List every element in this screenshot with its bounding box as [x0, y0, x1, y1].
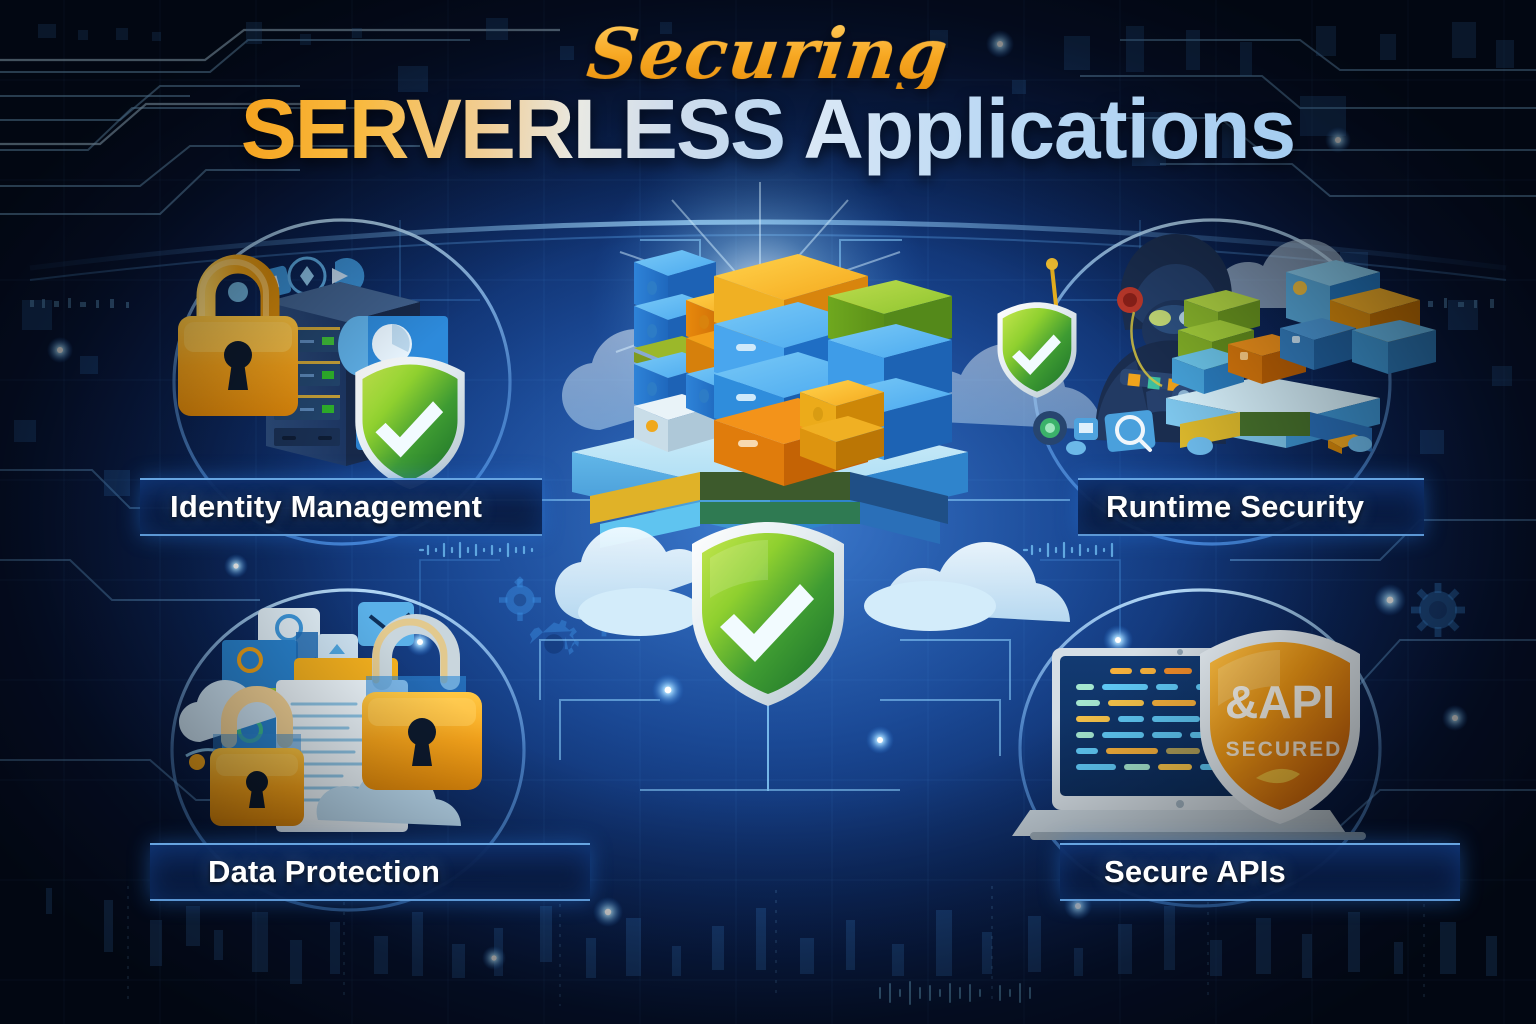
- label-text: Secure APIs: [1104, 854, 1286, 889]
- label-data-protection[interactable]: Data Protection: [150, 843, 590, 901]
- label-runtime-security[interactable]: Runtime Security: [1078, 478, 1424, 536]
- api-badge-line2: SECURED: [1226, 738, 1343, 761]
- title-serverless: SERVERLESS: [240, 82, 786, 177]
- label-text: Runtime Security: [1106, 489, 1365, 524]
- label-text: Identity Management: [170, 489, 483, 524]
- title-applications: Applications: [784, 82, 1296, 177]
- api-badge-line1: &API: [1225, 676, 1335, 728]
- label-text: Data Protection: [208, 854, 441, 889]
- title-main-line: SERVERLESS Applications: [0, 87, 1536, 171]
- title-script-line: Securing: [0, 12, 1536, 95]
- label-identity-management[interactable]: Identity Management: [140, 478, 542, 536]
- page-title: Securing SERVERLESS Applications: [0, 12, 1536, 171]
- label-secure-apis[interactable]: Secure APIs: [1060, 843, 1460, 901]
